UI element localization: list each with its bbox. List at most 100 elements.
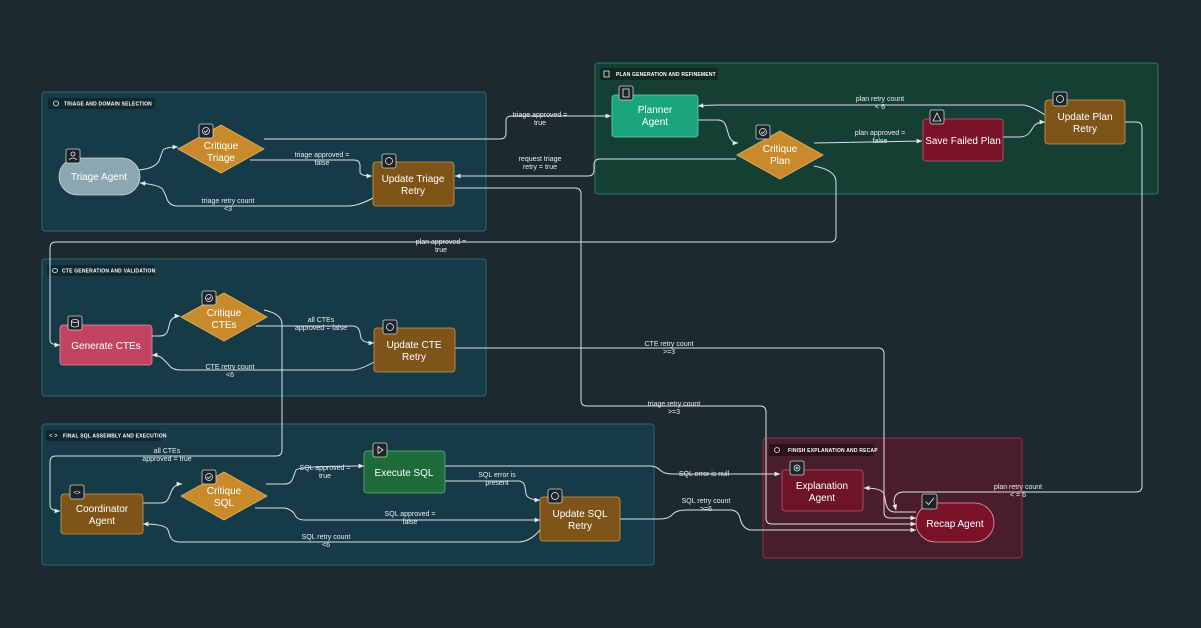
label-request-retry-1: request triage <box>519 156 562 163</box>
database-icon <box>52 268 58 273</box>
label-triage-false-1: triage approved = <box>295 152 350 159</box>
node-update-cte[interactable]: Update CTE Retry <box>373 319 456 373</box>
edge-cte-ge3 <box>455 347 916 521</box>
node-execute-sql[interactable]: Execute SQL <box>363 442 446 494</box>
node-critique-sql[interactable]: Critique SQL <box>180 469 268 521</box>
edge-sql-false <box>255 507 540 523</box>
label-sql-true-1: SQL approved = <box>300 465 351 472</box>
code-icon: <> <box>69 484 85 500</box>
group-title-sql: FINAL SQL ASSEMBLY AND EXECUTION <box>63 434 167 440</box>
group-plan: PLAN GENERATION AND REFINEMENT <box>594 62 1159 195</box>
label-sql-retry-1: SQL retry count <box>302 534 351 541</box>
label-cte-false-1: all CTEs <box>308 317 335 324</box>
label-sql-error-null: SQL error is null <box>679 471 730 478</box>
edge-generate-to-critique <box>152 313 181 337</box>
node-coordinator-agent[interactable]: Coordinator Agent <> <box>60 484 144 535</box>
label-plan-ge6-1: plan retry count <box>994 484 1042 491</box>
triage-agent-label: Triage Agent <box>71 172 128 183</box>
label-triage-ge3-2: >=3 <box>668 409 680 416</box>
edge-coordinator-to-critique <box>143 481 183 504</box>
code-icon: < > <box>49 434 58 440</box>
check-circle-icon <box>201 290 217 306</box>
critique-ctes-label-1: Critique <box>207 308 242 319</box>
label-plan-true-2: true <box>435 247 447 254</box>
check-circle-icon <box>755 124 771 140</box>
planner-agent-label-2: Agent <box>642 117 668 128</box>
generate-ctes-label: Generate CTEs <box>71 341 140 352</box>
edge-sql-true <box>266 463 365 485</box>
edge-recap-to-explanation <box>863 485 916 513</box>
refresh-icon <box>381 153 397 169</box>
update-plan-label-2: Retry <box>1073 124 1097 135</box>
edge-sql-error-null <box>444 465 780 477</box>
update-cte-label-2: Retry <box>402 352 426 363</box>
check-circle-icon <box>198 123 214 139</box>
edge-plan-true <box>49 165 837 348</box>
refresh-icon <box>547 488 563 504</box>
label-cte-true-1: all CTEs <box>154 448 181 455</box>
node-explanation-agent[interactable]: Explanation Agent <box>781 460 864 512</box>
update-sql-label-2: Retry <box>568 521 592 532</box>
edge-plan-false <box>813 138 923 144</box>
edge-request-triage-retry <box>455 158 736 179</box>
label-sql-false-1: SQL approved = <box>385 511 436 518</box>
users-icon <box>53 100 59 107</box>
label-plan-ge6-2: < = 6 <box>1010 492 1026 499</box>
label-cte-ge3-1: CTE retry count <box>644 341 693 348</box>
check-icon <box>921 493 938 510</box>
recap-agent-label: Recap Agent <box>926 519 983 530</box>
label-sql-true-2: true <box>319 473 331 480</box>
node-update-plan[interactable]: Update Plan Retry <box>1044 91 1126 145</box>
edge-cte-true <box>49 309 283 514</box>
edge-sql-error-present <box>444 480 541 503</box>
edge-plan-ge6 <box>892 121 1143 511</box>
label-triage-ge3-1: triage retry count <box>648 401 701 408</box>
update-plan-label-1: Update Plan <box>1057 112 1112 123</box>
node-save-failed-plan[interactable]: Save Failed Plan <box>922 109 1004 162</box>
node-critique-triage[interactable]: Critique Triage <box>177 123 265 174</box>
edges <box>49 103 1143 543</box>
node-critique-plan[interactable]: Critique Plan <box>736 124 824 180</box>
edge-triage-false <box>250 159 373 179</box>
label-triage-retry-1: triage retry count <box>202 198 255 205</box>
edge-labels: triage approved = false triage retry cou… <box>142 96 1042 549</box>
label-plan-false-1: plan approved = <box>855 130 905 137</box>
critique-sql-label-2: SQL <box>214 498 234 509</box>
label-cte-true-2: approved = true <box>142 456 191 463</box>
label-cte-retry-1: CTE retry count <box>205 364 254 371</box>
edge-triage-true <box>264 113 611 140</box>
gear-icon <box>774 447 780 453</box>
group-title-finish: FINISH EXPLANATION AND RECAP <box>788 448 878 454</box>
document-icon <box>618 85 634 101</box>
critique-triage-label-2: Triage <box>207 153 235 164</box>
label-cte-retry-2: <6 <box>226 372 234 379</box>
label-sql-ge6-1: SQL retry count <box>682 498 731 505</box>
node-update-sql[interactable]: Update SQL Retry <box>539 488 621 542</box>
gear-icon <box>789 460 805 476</box>
coordinator-agent-label-1: Coordinator <box>76 504 129 515</box>
critique-sql-label-1: Critique <box>207 486 242 497</box>
node-critique-ctes[interactable]: Critique CTEs <box>180 290 268 342</box>
update-triage-label-2: Retry <box>401 186 425 197</box>
label-sql-retry-2: <6 <box>322 542 330 549</box>
edge-planner-to-critique <box>698 119 739 146</box>
label-triage-true-2: true <box>534 120 546 127</box>
label-plan-false-2: false <box>873 138 888 145</box>
node-planner-agent[interactable]: Planner Agent <box>611 85 699 138</box>
update-sql-label-1: Update SQL <box>552 509 607 520</box>
node-generate-ctes[interactable]: Generate CTEs <box>59 315 153 366</box>
edge-triage-retry <box>139 181 374 207</box>
document-icon <box>603 70 610 78</box>
critique-triage-label-1: Critique <box>204 141 239 152</box>
node-update-triage[interactable]: Update Triage Retry <box>372 153 455 207</box>
save-failed-plan-label: Save Failed Plan <box>925 136 1001 147</box>
node-triage-agent[interactable]: Triage Agent <box>58 148 141 196</box>
group-title-plan: PLAN GENERATION AND REFINEMENT <box>616 72 716 78</box>
label-plan-true-1: plan approved = <box>416 239 466 246</box>
edge-cte-false <box>256 325 375 346</box>
label-sql-ge6-2: >=6 <box>700 506 712 513</box>
edge-cte-retry <box>151 352 375 371</box>
node-recap-agent[interactable]: Recap Agent <box>915 493 995 543</box>
planner-agent-label-1: Planner <box>638 105 673 116</box>
